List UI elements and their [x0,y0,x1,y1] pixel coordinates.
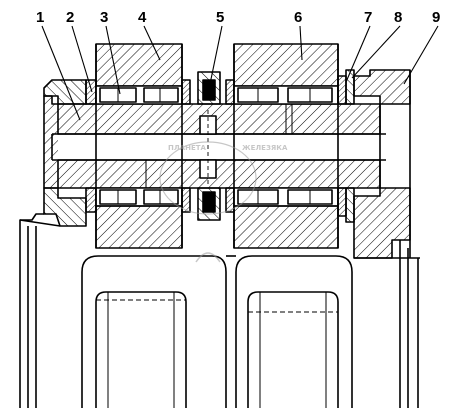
left-gear [95,43,183,249]
leader-lines [41,25,439,121]
right-washers [337,69,355,223]
callout-labels: 1 2 3 4 5 6 7 8 9 [36,9,440,26]
centre-spacer [181,71,235,221]
watermark: ПЛАНЕТА ЖЕЛЕЗЯКА [159,141,288,263]
callout-4: 4 [138,9,147,26]
watermark-line1: ПЛАНЕТА [168,144,207,152]
left-bearing-ring [85,79,97,213]
callout-2: 2 [66,9,74,26]
callout-9: 9 [432,9,440,26]
lower-frame [81,255,353,408]
watermark-leaf-icon [195,252,221,263]
callout-8: 8 [394,9,402,26]
callout-7: 7 [364,9,372,26]
shaft [43,95,386,189]
right-housing [353,69,420,408]
watermark-line2: ЖЕЛЕЗЯКА [242,144,288,152]
callout-3: 3 [100,9,108,26]
right-gear [233,43,339,249]
callout-5: 5 [216,9,224,26]
callout-6: 6 [294,9,302,26]
left-housing [19,79,87,408]
watermark-ring [159,141,257,215]
callout-1: 1 [36,9,44,26]
